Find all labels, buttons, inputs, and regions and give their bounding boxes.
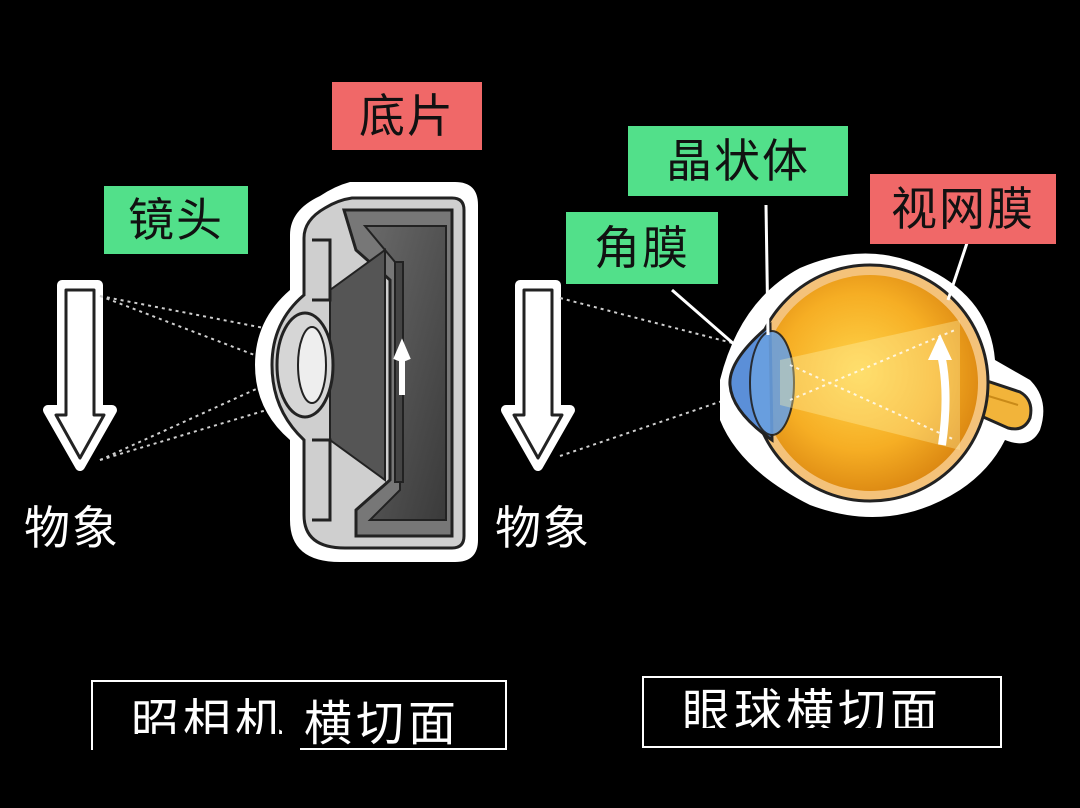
camera-caption-front: 昭相机 (131, 694, 288, 750)
crystalline-lens-label: 晶状体 (628, 126, 848, 196)
camera-body (255, 182, 478, 562)
eye-caption: 眼球横切面 (682, 684, 943, 740)
camera-caption-box: 昭相机 (91, 680, 507, 750)
eye-pointer-lines (671, 204, 970, 347)
camera-object-arrow (43, 280, 117, 471)
eye-object-label: 物象 (495, 501, 591, 555)
retina-label: 视网膜 (870, 174, 1056, 244)
eye-caption-box: 眼球横切面 (642, 676, 1002, 748)
eye-object-arrow (501, 280, 575, 471)
camera-caption-back: 横切面 (304, 696, 461, 750)
film-label: 底片 (332, 82, 482, 150)
camera-lens-label: 镜头 (104, 186, 248, 254)
cornea-label: 角膜 (566, 212, 718, 284)
camera-object-label: 物象 (24, 501, 120, 555)
eye-light-rays (559, 297, 741, 457)
eyeball (720, 253, 1044, 517)
camera-caption-back-box: 横切面 (300, 680, 507, 750)
